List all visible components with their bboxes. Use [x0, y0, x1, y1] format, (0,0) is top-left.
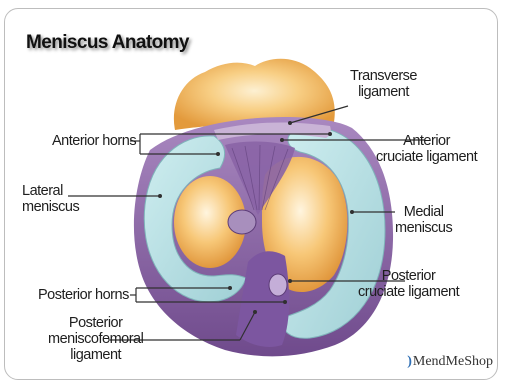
- label-line: Anterior horns: [52, 133, 136, 149]
- label-line: Anterior: [376, 133, 477, 149]
- brand-name: MendMeShop: [413, 354, 493, 369]
- label-line: cruciate ligament: [358, 284, 459, 300]
- label-line: Posterior: [358, 268, 459, 284]
- label-transverse-ligament: Transverse ligament: [350, 68, 417, 100]
- label-line: ligament: [48, 347, 143, 363]
- label-line: Lateral: [22, 183, 79, 199]
- brand-logo-icon: ): [407, 354, 412, 369]
- page-title: Meniscus Anatomy: [26, 32, 189, 54]
- label-line: ligament: [350, 84, 417, 100]
- label-line: meniscofemoral: [48, 331, 143, 347]
- label-medial-meniscus: Medial meniscus: [395, 204, 452, 236]
- pcl-stump: [269, 274, 287, 296]
- label-posterior-horns: Posterior horns: [38, 287, 129, 303]
- label-lateral-meniscus: Lateral meniscus: [22, 183, 79, 215]
- label-posterior-cruciate-ligament: Posterior cruciate ligament: [358, 268, 459, 300]
- label-line: meniscus: [395, 220, 452, 236]
- label-line: Posterior horns: [38, 287, 129, 303]
- label-anterior-horns: Anterior horns: [52, 133, 136, 149]
- label-line: cruciate ligament: [376, 149, 477, 165]
- label-line: Transverse: [350, 68, 417, 84]
- label-posterior-meniscofemoral-ligament: Posterior meniscofemoral ligament: [48, 315, 143, 363]
- label-line: Medial: [395, 204, 452, 220]
- brand-watermark: )MendMeShop: [407, 354, 493, 370]
- acl-stump: [228, 210, 256, 234]
- label-line: meniscus: [22, 199, 79, 215]
- label-line: Posterior: [48, 315, 143, 331]
- label-anterior-cruciate-ligament: Anterior cruciate ligament: [376, 133, 477, 165]
